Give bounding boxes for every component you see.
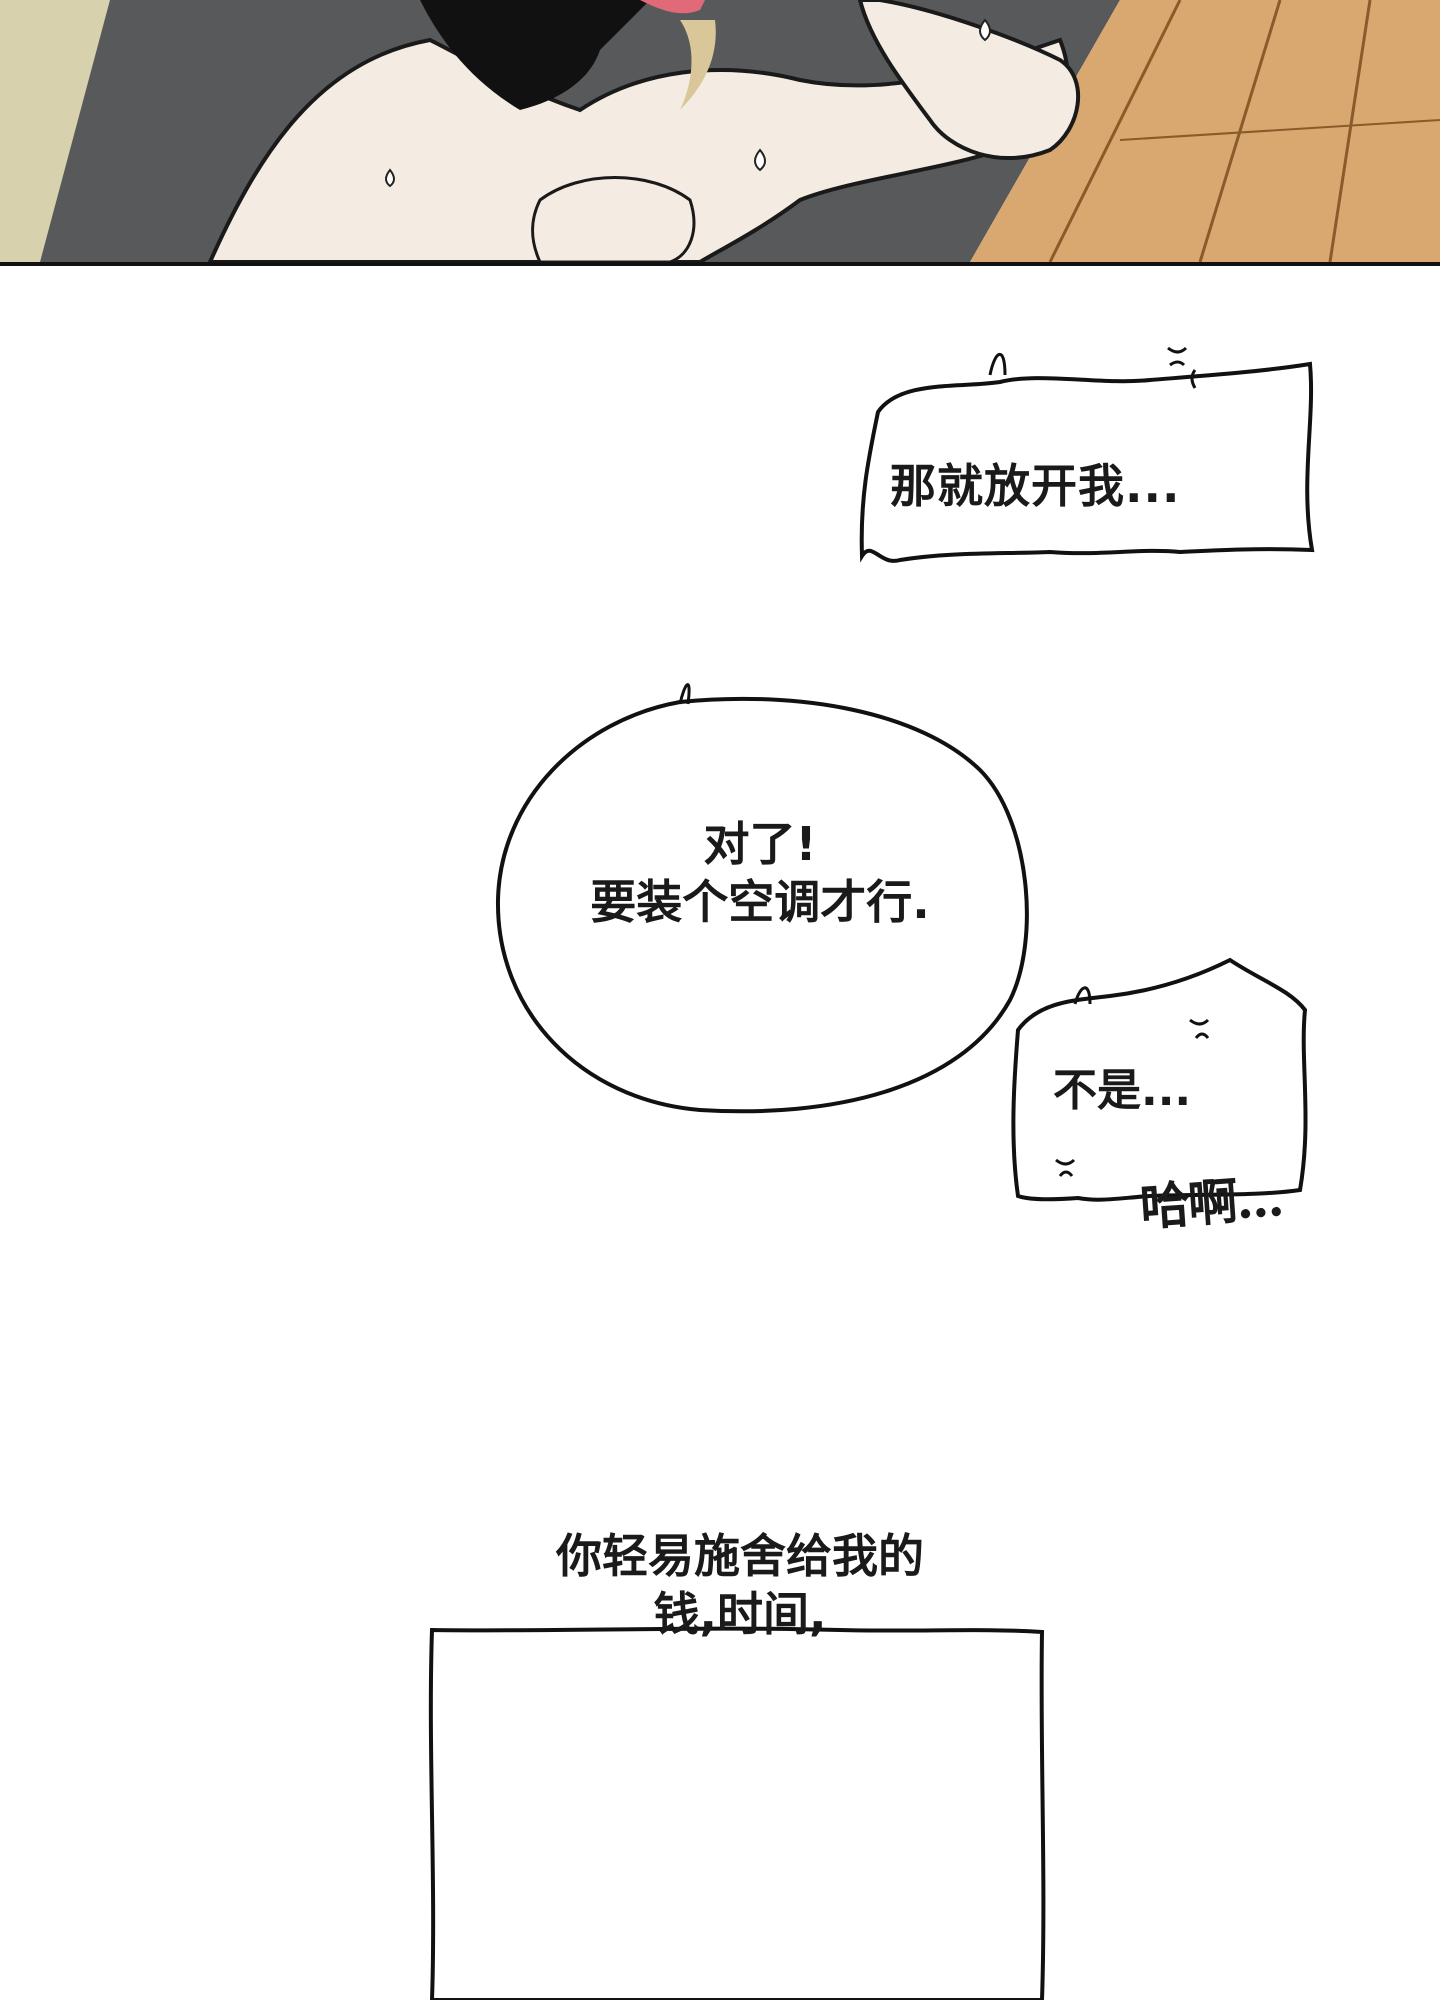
caption-box [428, 1626, 1046, 2000]
figures [207, 37, 1070, 262]
bubble-2-line-1: 对了! [703, 817, 817, 871]
panel-illustration [0, 0, 1440, 262]
bubble-2-text: 对了! 要装个空调才行. [550, 816, 970, 931]
bubble-2-line-2: 要装个空调才行. [590, 874, 930, 929]
arm [857, 0, 1081, 160]
blonde-hair [680, 20, 716, 110]
caption-line-2: 钱,时间, [653, 1586, 827, 1641]
caption-line-1: 你轻易施舍给我的 [556, 1529, 924, 1583]
caption-text: 你轻易施舍给我的 钱,时间, [500, 1528, 980, 1643]
anger-mark-icon [1167, 346, 1197, 389]
bubble-1-text: 那就放开我... [890, 459, 1181, 513]
hand [531, 176, 696, 262]
wood-floor [970, 0, 1440, 262]
top-art-panel [0, 0, 1440, 266]
sound-effect-text: 哈啊... [1138, 1168, 1285, 1237]
bubble-3-text: 不是... [1053, 1065, 1192, 1116]
pink-accent [640, 0, 705, 14]
hair [420, 0, 650, 110]
